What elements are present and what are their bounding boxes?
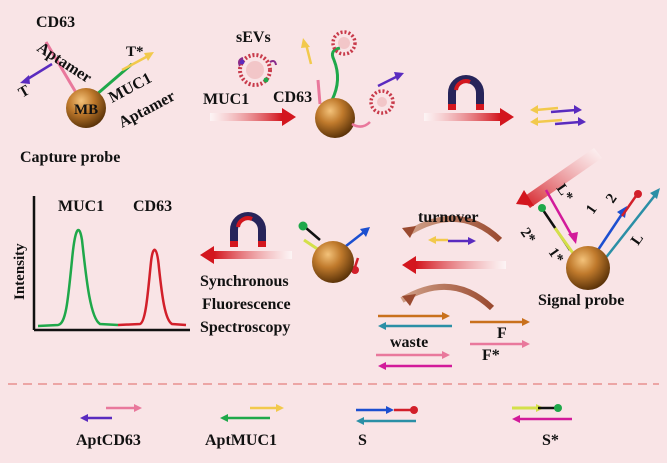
l-star-strand	[544, 189, 574, 237]
legend-panel	[0, 392, 667, 463]
spectrum-peak1-label: MUC1	[58, 198, 104, 215]
t-strand	[25, 62, 53, 82]
sev-vesicle-small	[369, 89, 395, 115]
released-strands	[530, 105, 586, 126]
signal-bead	[566, 246, 610, 290]
sev-binding: sEVs MUC1 CD63	[203, 29, 404, 138]
signal-probe: L* 2* 1* 1 2 L Signal probe	[517, 181, 660, 309]
spectrum-peak2-label: CD63	[133, 198, 172, 215]
t-star-label: T*	[126, 44, 144, 60]
arrow-diagonal-down	[522, 148, 602, 208]
turnover-cycle: turnover waste F F*	[376, 209, 530, 370]
readout-line3: Spectroscopy	[200, 319, 290, 336]
sevs-label: sEVs	[236, 29, 271, 46]
legend: AptCD63 AptMUC1 S S*	[76, 404, 572, 449]
magnet-bottom	[230, 212, 266, 247]
legend-aptmuc1: AptMUC1	[205, 432, 277, 449]
signal-probe-title: Signal probe	[538, 292, 624, 309]
spectrum-curve-cd63	[117, 248, 187, 327]
one-star-strand	[553, 227, 577, 257]
capture-probe-title: Capture probe	[20, 149, 120, 166]
sev-vesicle-bound	[331, 30, 357, 56]
complex-bead	[315, 98, 355, 138]
signal-complex	[298, 221, 370, 283]
sev-vesicle	[238, 53, 277, 87]
arrow-to-release	[424, 113, 500, 121]
mb-label: MB	[74, 102, 98, 118]
arrow-to-readout	[214, 251, 292, 259]
main-panel	[0, 0, 667, 392]
legend-s: S	[358, 432, 367, 449]
arrow-to-complex	[210, 113, 282, 121]
spectrum-curve-muc1	[37, 228, 119, 328]
arrow-cycle-left	[416, 261, 506, 269]
l-strand	[603, 193, 657, 261]
f-label: F	[497, 325, 507, 342]
spectrum-plot: Intensity MUC1 CD63	[12, 196, 190, 332]
cd63-label: CD63	[36, 14, 75, 31]
turnover-label: turnover	[418, 209, 478, 226]
f-star-label: F*	[482, 347, 500, 364]
magnet-top	[448, 75, 484, 110]
spectrum-ylabel: Intensity	[12, 243, 28, 300]
mb-bead	[66, 88, 106, 128]
signal-complex-bead	[312, 241, 354, 283]
t-star-strand	[121, 54, 149, 72]
one-strand	[596, 213, 624, 251]
waste-label: waste	[390, 334, 428, 351]
binding-muc1-label: MUC1	[203, 91, 249, 108]
legend-s-star: S*	[542, 432, 559, 449]
binding-cd63-label: CD63	[273, 89, 312, 106]
legend-aptcd63: AptCD63	[76, 432, 141, 449]
two-strand	[620, 195, 638, 217]
readout-line2: Fluorescence	[202, 296, 291, 313]
readout-line1: Synchronous	[200, 273, 289, 290]
